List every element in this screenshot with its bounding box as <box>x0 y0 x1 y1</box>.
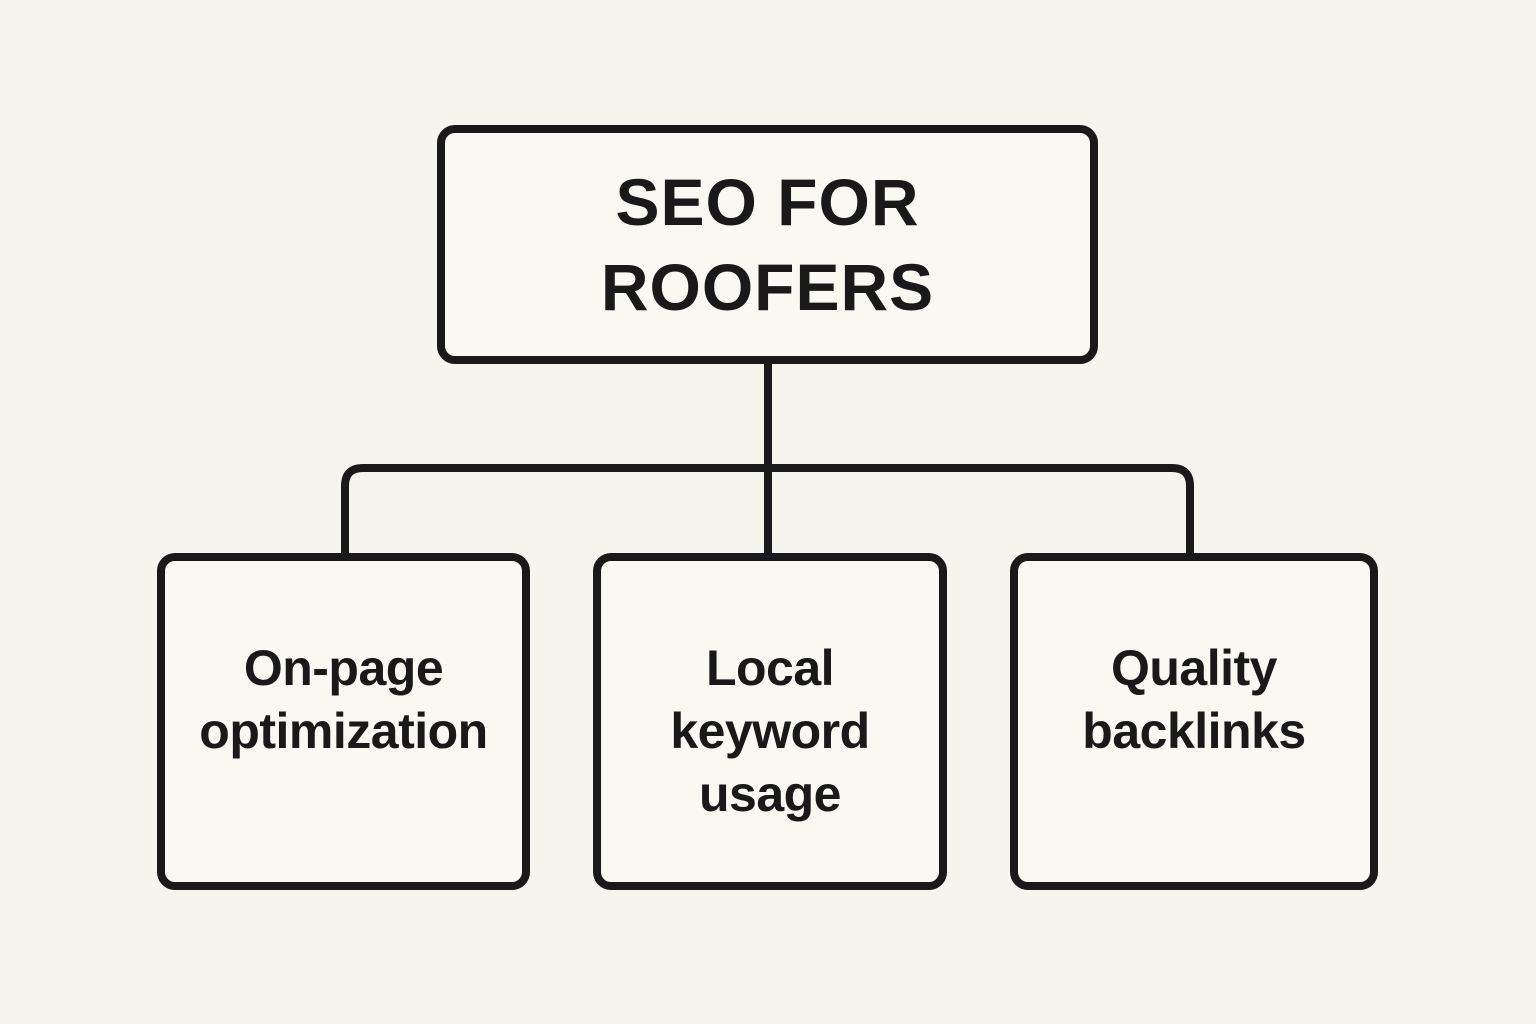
node-local-keyword-usage: Local keyword usage <box>593 553 947 890</box>
node-child-label: On-page optimization <box>199 640 488 759</box>
node-root-seo-for-roofers: SEO FOR ROOFERS <box>437 125 1098 364</box>
connector-branch-bracket <box>341 464 1194 557</box>
node-quality-backlinks: Quality backlinks <box>1010 553 1378 890</box>
node-child-label: Local keyword usage <box>670 640 870 822</box>
node-root-label: SEO FOR ROOFERS <box>600 164 935 324</box>
node-on-page-optimization: On-page optimization <box>157 553 530 890</box>
node-child-label: Quality backlinks <box>1082 640 1306 759</box>
